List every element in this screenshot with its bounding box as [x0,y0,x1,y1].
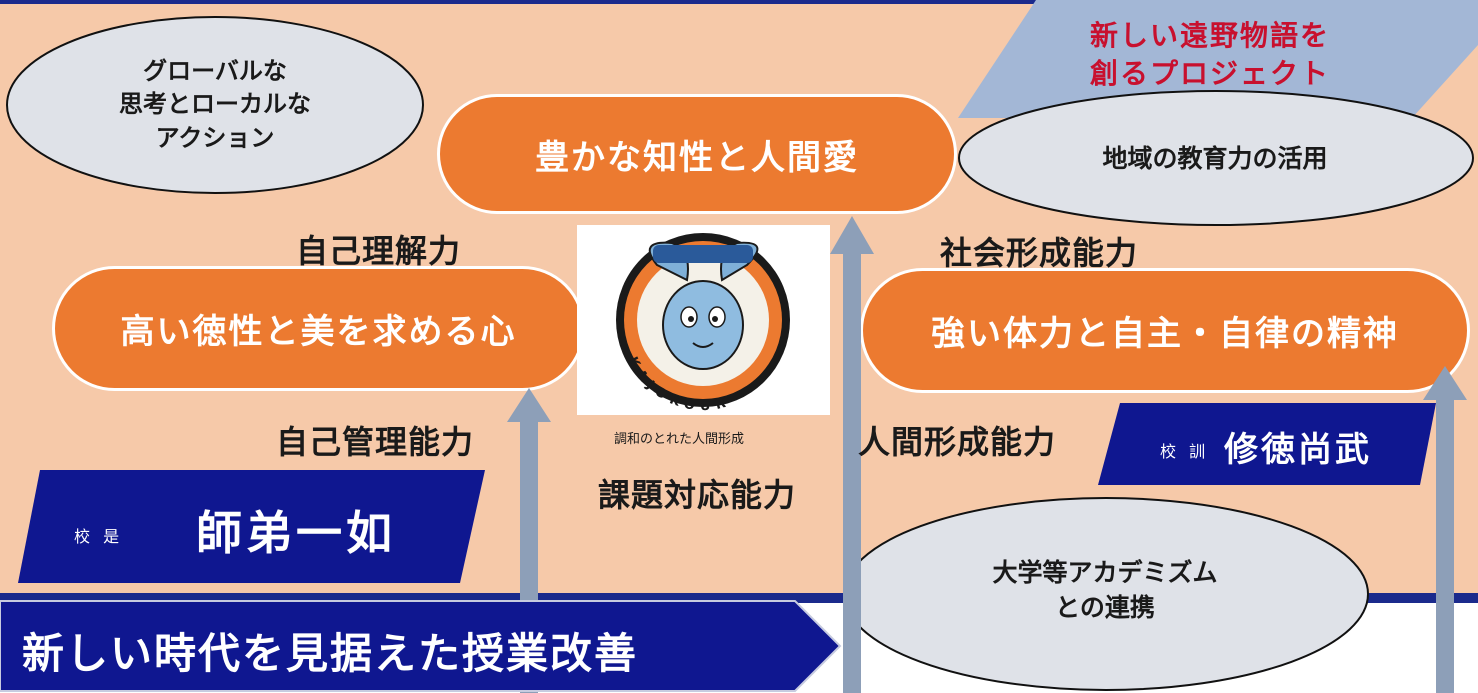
label-problem-solving: 課題対応能力 [598,476,797,514]
mascot-face [662,280,744,370]
arrow-right-head [1423,366,1467,400]
label-human-formation: 人間形成能力 [858,423,1057,461]
label-social-formation: 社会形成能力 [940,234,1139,272]
label-self-management: 自己管理能力 [276,423,475,461]
band-divider [0,593,1478,603]
pill-strength-autonomy: 強い体力と自主・自律の精神 [860,268,1470,393]
global-oval [6,16,424,194]
pill-intellect-humanity: 豊かな知性と人間愛 [437,94,957,214]
global-oval-label: グローバルな 思考とローカルな アクション [119,56,311,152]
footer-banner-text: 新しい時代を見据えた授業改善 [22,629,639,678]
arrow-right-shaft [1436,398,1454,693]
motto-value: 修徳尚武 [1224,430,1372,470]
logo-caption: 調和のとれた人間形成 [614,432,745,447]
policy-banner-shape [18,470,485,583]
community-oval-label: 地域の教育力の活用 [1102,143,1328,173]
mascot-cap [653,245,753,263]
top-border [0,0,1478,4]
community-oval [958,90,1474,226]
pill-virtue-beauty: 高い徳性と美を求める心 [52,266,585,391]
mascot-right-pupil [712,316,718,322]
label-self-understanding: 自己理解力 [296,232,462,270]
arrow-center-head [830,216,874,254]
arrow-left-head [507,388,551,422]
policy-value: 師弟一如 [196,506,396,560]
motto-label: 校 訓 [1160,442,1210,461]
mascot-logo: KAJOKOUR [616,233,790,414]
project-title: 新しい遠野物語を 創るプロジェクト [1089,19,1330,90]
mascot-mouth [692,342,714,348]
policy-label: 校 是 [74,527,124,546]
mascot-left-pupil [688,316,694,322]
motto-banner-shape [1098,403,1436,485]
academia-oval-label: 大学等アカデミズム との連携 [992,558,1218,622]
footer-banner-shape [0,600,842,692]
project-banner-shape [958,0,1478,118]
arrow-center-shaft [843,252,861,693]
mascot-logo-box: KAJOKOUR [577,225,830,415]
